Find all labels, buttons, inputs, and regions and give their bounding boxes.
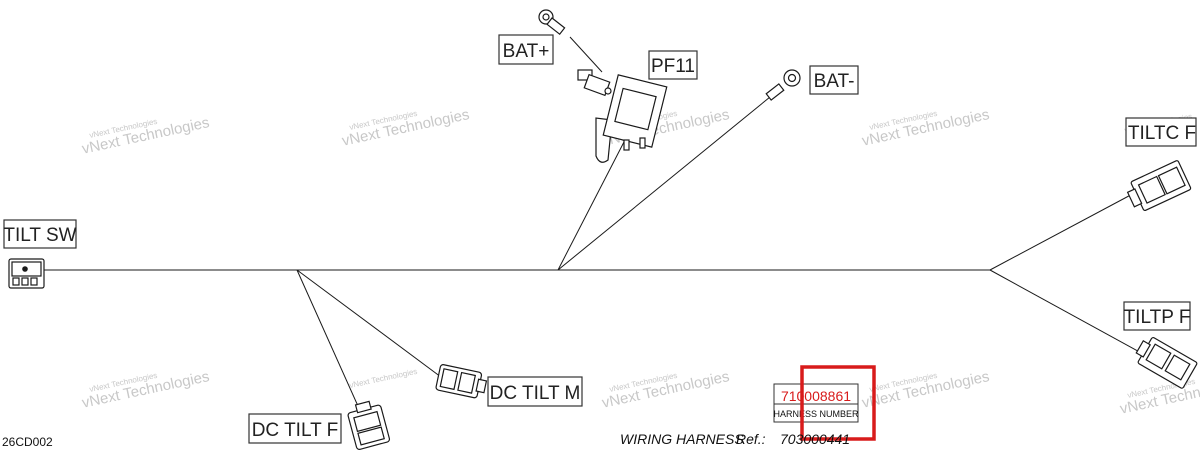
tiltc-f-connector — [1126, 160, 1192, 212]
wiring-harness-title: WIRING HARNESS — [620, 431, 744, 447]
label-tiltp-f: TILTP F — [1123, 301, 1191, 331]
bat-minus-ring-terminal — [765, 69, 801, 101]
wires — [42, 36, 1146, 416]
bat-plus-ring-terminal — [538, 9, 566, 35]
drawing-code: 26CD002 — [2, 435, 53, 449]
dc-tilt-m-connector — [435, 364, 488, 399]
highlight-box — [800, 365, 876, 441]
label-dc-tilt-m-text: DC TILT M — [490, 383, 581, 404]
watermark-text: vNext Technologies — [349, 367, 419, 390]
label-bat-minus-text: BAT- — [814, 71, 855, 92]
watermarks: vNext Technologies vNext Technologies vN… — [80, 106, 1200, 418]
tilt-sw-connector — [8, 258, 45, 289]
label-pf11: PF11 — [648, 50, 698, 80]
label-tiltc-f: TILTC F — [1125, 117, 1197, 147]
label-bat-plus: BAT+ — [498, 34, 554, 65]
label-tilt-sw-text: TILT SW — [3, 225, 76, 246]
label-tilt-sw: TILT SW — [3, 219, 77, 249]
dc-tilt-f-connector — [347, 400, 391, 450]
branch-wire-pf11 — [557, 139, 626, 271]
bat-plus-wire — [569, 36, 603, 73]
ref-label: Ref.: — [736, 431, 766, 447]
branch-wire-tiltp-f — [989, 269, 1146, 356]
ref-value: 703000441 — [780, 431, 850, 447]
label-dc-tilt-f-text: DC TILT F — [252, 420, 339, 441]
label-tiltc-f-text: TILTC F — [1128, 123, 1196, 144]
label-tiltp-f-text: TILTP F — [1124, 307, 1191, 328]
harness-number-box: 710008861 HARNESS NUMBER — [773, 383, 859, 423]
harness-number-label: HARNESS NUMBER — [773, 409, 859, 419]
label-dc-tilt-m: DC TILT M — [487, 376, 583, 407]
label-pf11-text: PF11 — [651, 56, 695, 77]
label-dc-tilt-f: DC TILT F — [248, 413, 342, 444]
branch-wire-dc-tilt-f — [296, 269, 363, 416]
label-bat-plus-text: BAT+ — [503, 41, 550, 62]
label-bat-minus: BAT- — [809, 65, 859, 95]
pf11-relay-connector — [577, 69, 668, 163]
branch-wire-dc-tilt-m — [296, 269, 446, 381]
harness-number-value: 710008861 — [781, 388, 851, 404]
branch-wire-bat-minus — [557, 96, 771, 271]
branch-wire-tiltc-f — [989, 189, 1141, 271]
tiltp-f-connector — [1135, 337, 1198, 389]
wiring-harness-reference: WIRING HARNESS Ref.: 703000441 — [620, 431, 850, 447]
